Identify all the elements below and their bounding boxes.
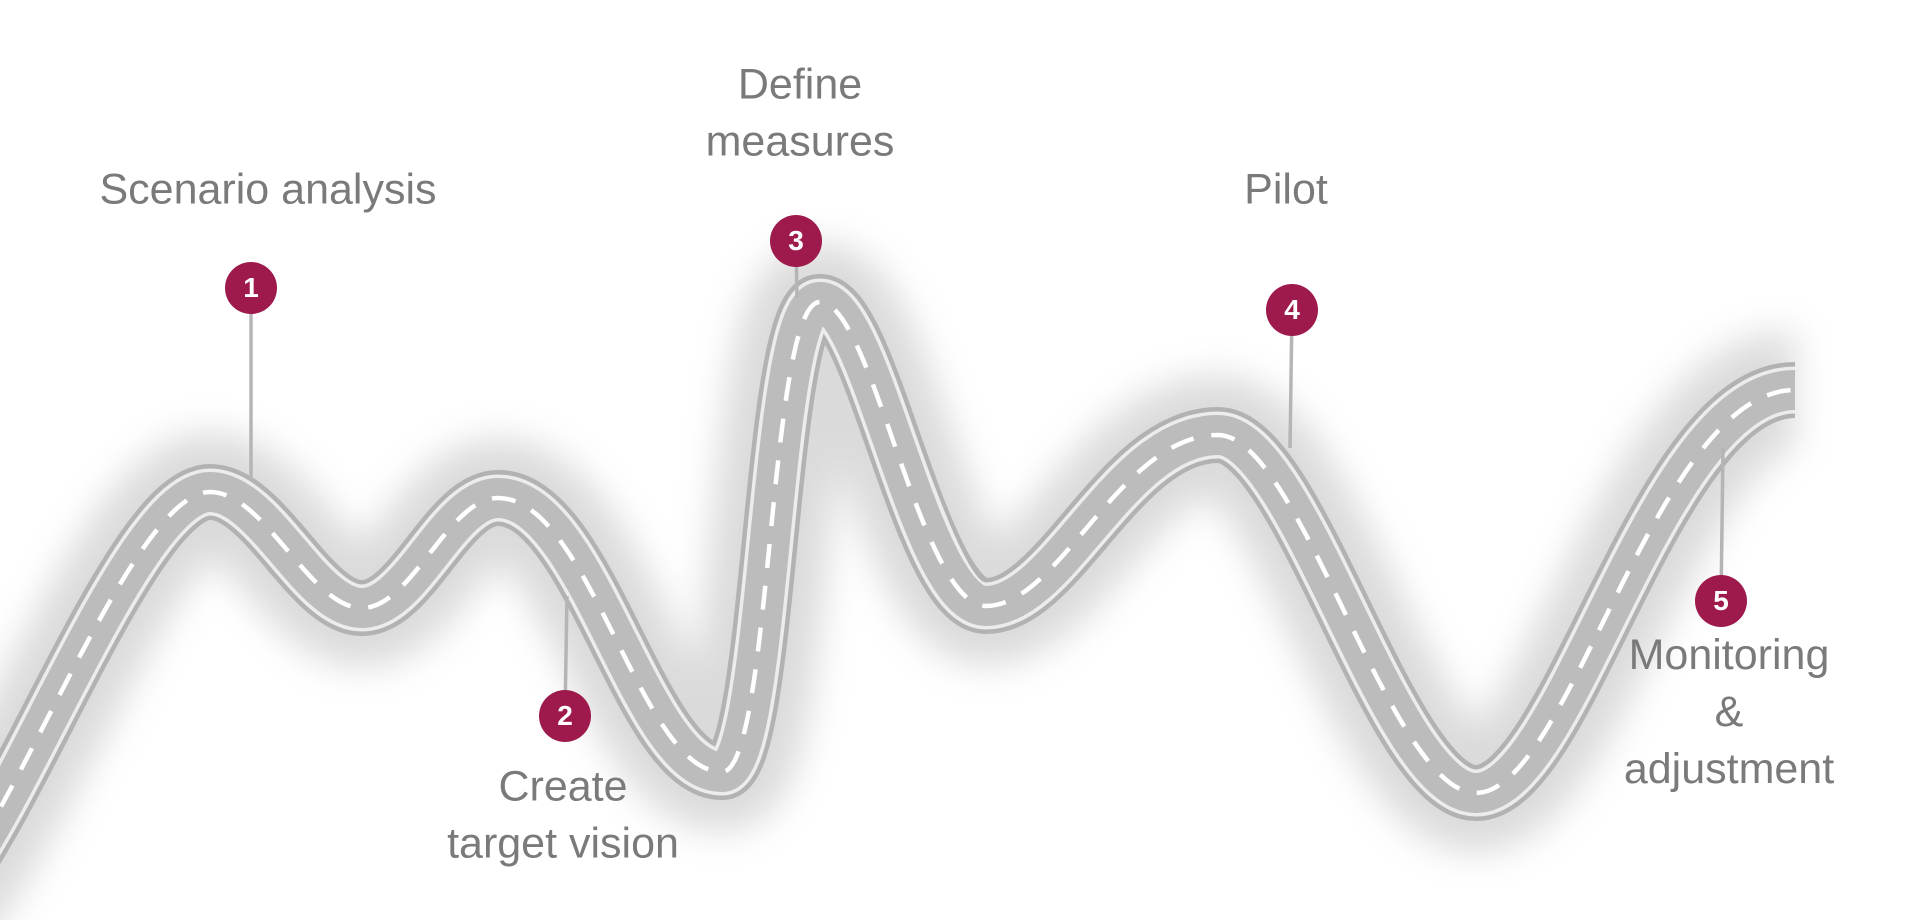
milestone-number-3: 3	[788, 225, 804, 256]
milestone-marker-4: 4	[1266, 284, 1318, 336]
road-centerline	[0, 299, 1796, 813]
milestone-marker-5: 5	[1695, 575, 1747, 627]
milestone-label-create-target-vision: Create target vision	[447, 762, 679, 867]
milestone-label-define-measures: Define measures	[705, 60, 895, 165]
milestone-label-scenario-analysis: Scenario analysis	[99, 165, 437, 214]
milestone-label-pilot: Pilot	[1244, 165, 1328, 214]
milestone-number-5: 5	[1713, 585, 1729, 616]
milestone-marker-3: 3	[770, 215, 822, 267]
milestone-number-4: 4	[1284, 294, 1300, 325]
milestone-label-monitoring-adjustment: Monitoring & adjustment	[1623, 630, 1835, 793]
milestone-marker-2: 2	[539, 690, 591, 742]
milestone-marker-1: 1	[225, 262, 277, 314]
milestone-number-2: 2	[557, 700, 573, 731]
milestone-number-1: 1	[243, 272, 259, 303]
